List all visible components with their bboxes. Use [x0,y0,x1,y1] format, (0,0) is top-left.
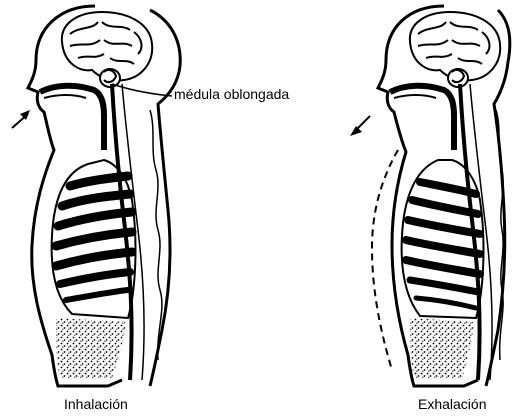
exhalation-arrow-icon [350,116,370,136]
exhalation-contracted-outline [372,150,398,370]
medulla-label: médula oblongada [174,86,289,102]
exhalation-abdomen [410,318,474,378]
inhalation-abdomen [56,318,126,378]
medulla-leader-line [112,84,172,96]
inhalation-arrow-icon [12,110,30,128]
exhalation-ribcage [402,160,484,318]
inhalation-caption: Inhalación [64,396,128,412]
inhalation-brain [62,12,152,87]
inhalation-figure [12,6,180,386]
exhalation-back-outline [486,10,510,386]
exhalation-brain [410,12,500,87]
exhalation-figure [350,6,510,386]
inhalation-ribcage [52,160,136,318]
exhalation-caption: Exhalación [418,396,487,412]
inhalation-back-outline [150,10,180,386]
